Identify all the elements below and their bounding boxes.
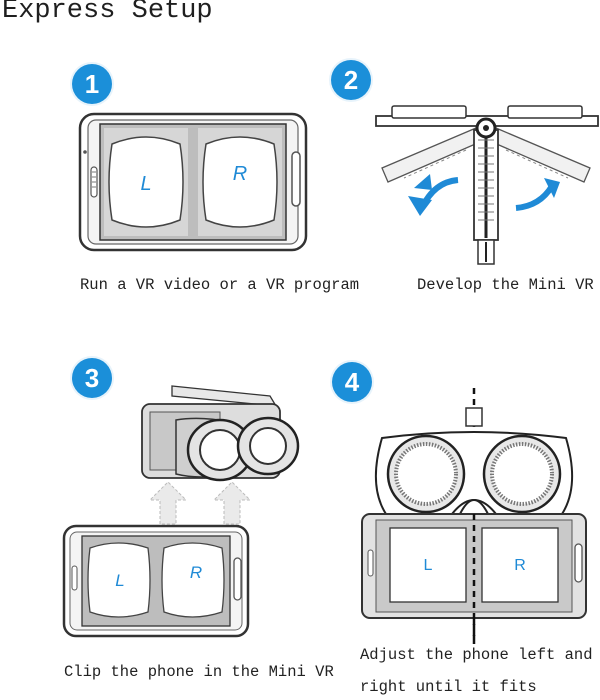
step-3-badge: 3 (72, 358, 112, 398)
left-lens-label: L (115, 571, 124, 590)
step-3-caption: Clip the phone in the Mini VR (64, 663, 334, 681)
align-phone-illustration: L R (361, 388, 587, 644)
step-2-caption: Develop the Mini VR (417, 276, 594, 294)
clip-phone-illustration: L R (62, 385, 300, 638)
left-lens-label: L (424, 557, 433, 574)
step-1-badge: 1 (72, 64, 112, 104)
step-1-caption: Run a VR video or a VR program (80, 276, 360, 294)
left-lens-label: L (140, 173, 151, 195)
step-4-badge: 4 (332, 362, 372, 402)
page-title: Express Setup (2, 0, 213, 26)
step-4-caption-line-1: Adjust the phone left and (360, 646, 593, 664)
step-4-caption-line-2: right until it fits (360, 678, 537, 696)
right-lens-label: R (514, 557, 526, 574)
phone-split-screen-illustration: L R (78, 112, 308, 252)
step-2-badge: 2 (331, 60, 371, 100)
right-lens-label: R (190, 563, 202, 582)
right-lens-label: R (233, 163, 247, 185)
unfold-headset-illustration (375, 105, 599, 265)
